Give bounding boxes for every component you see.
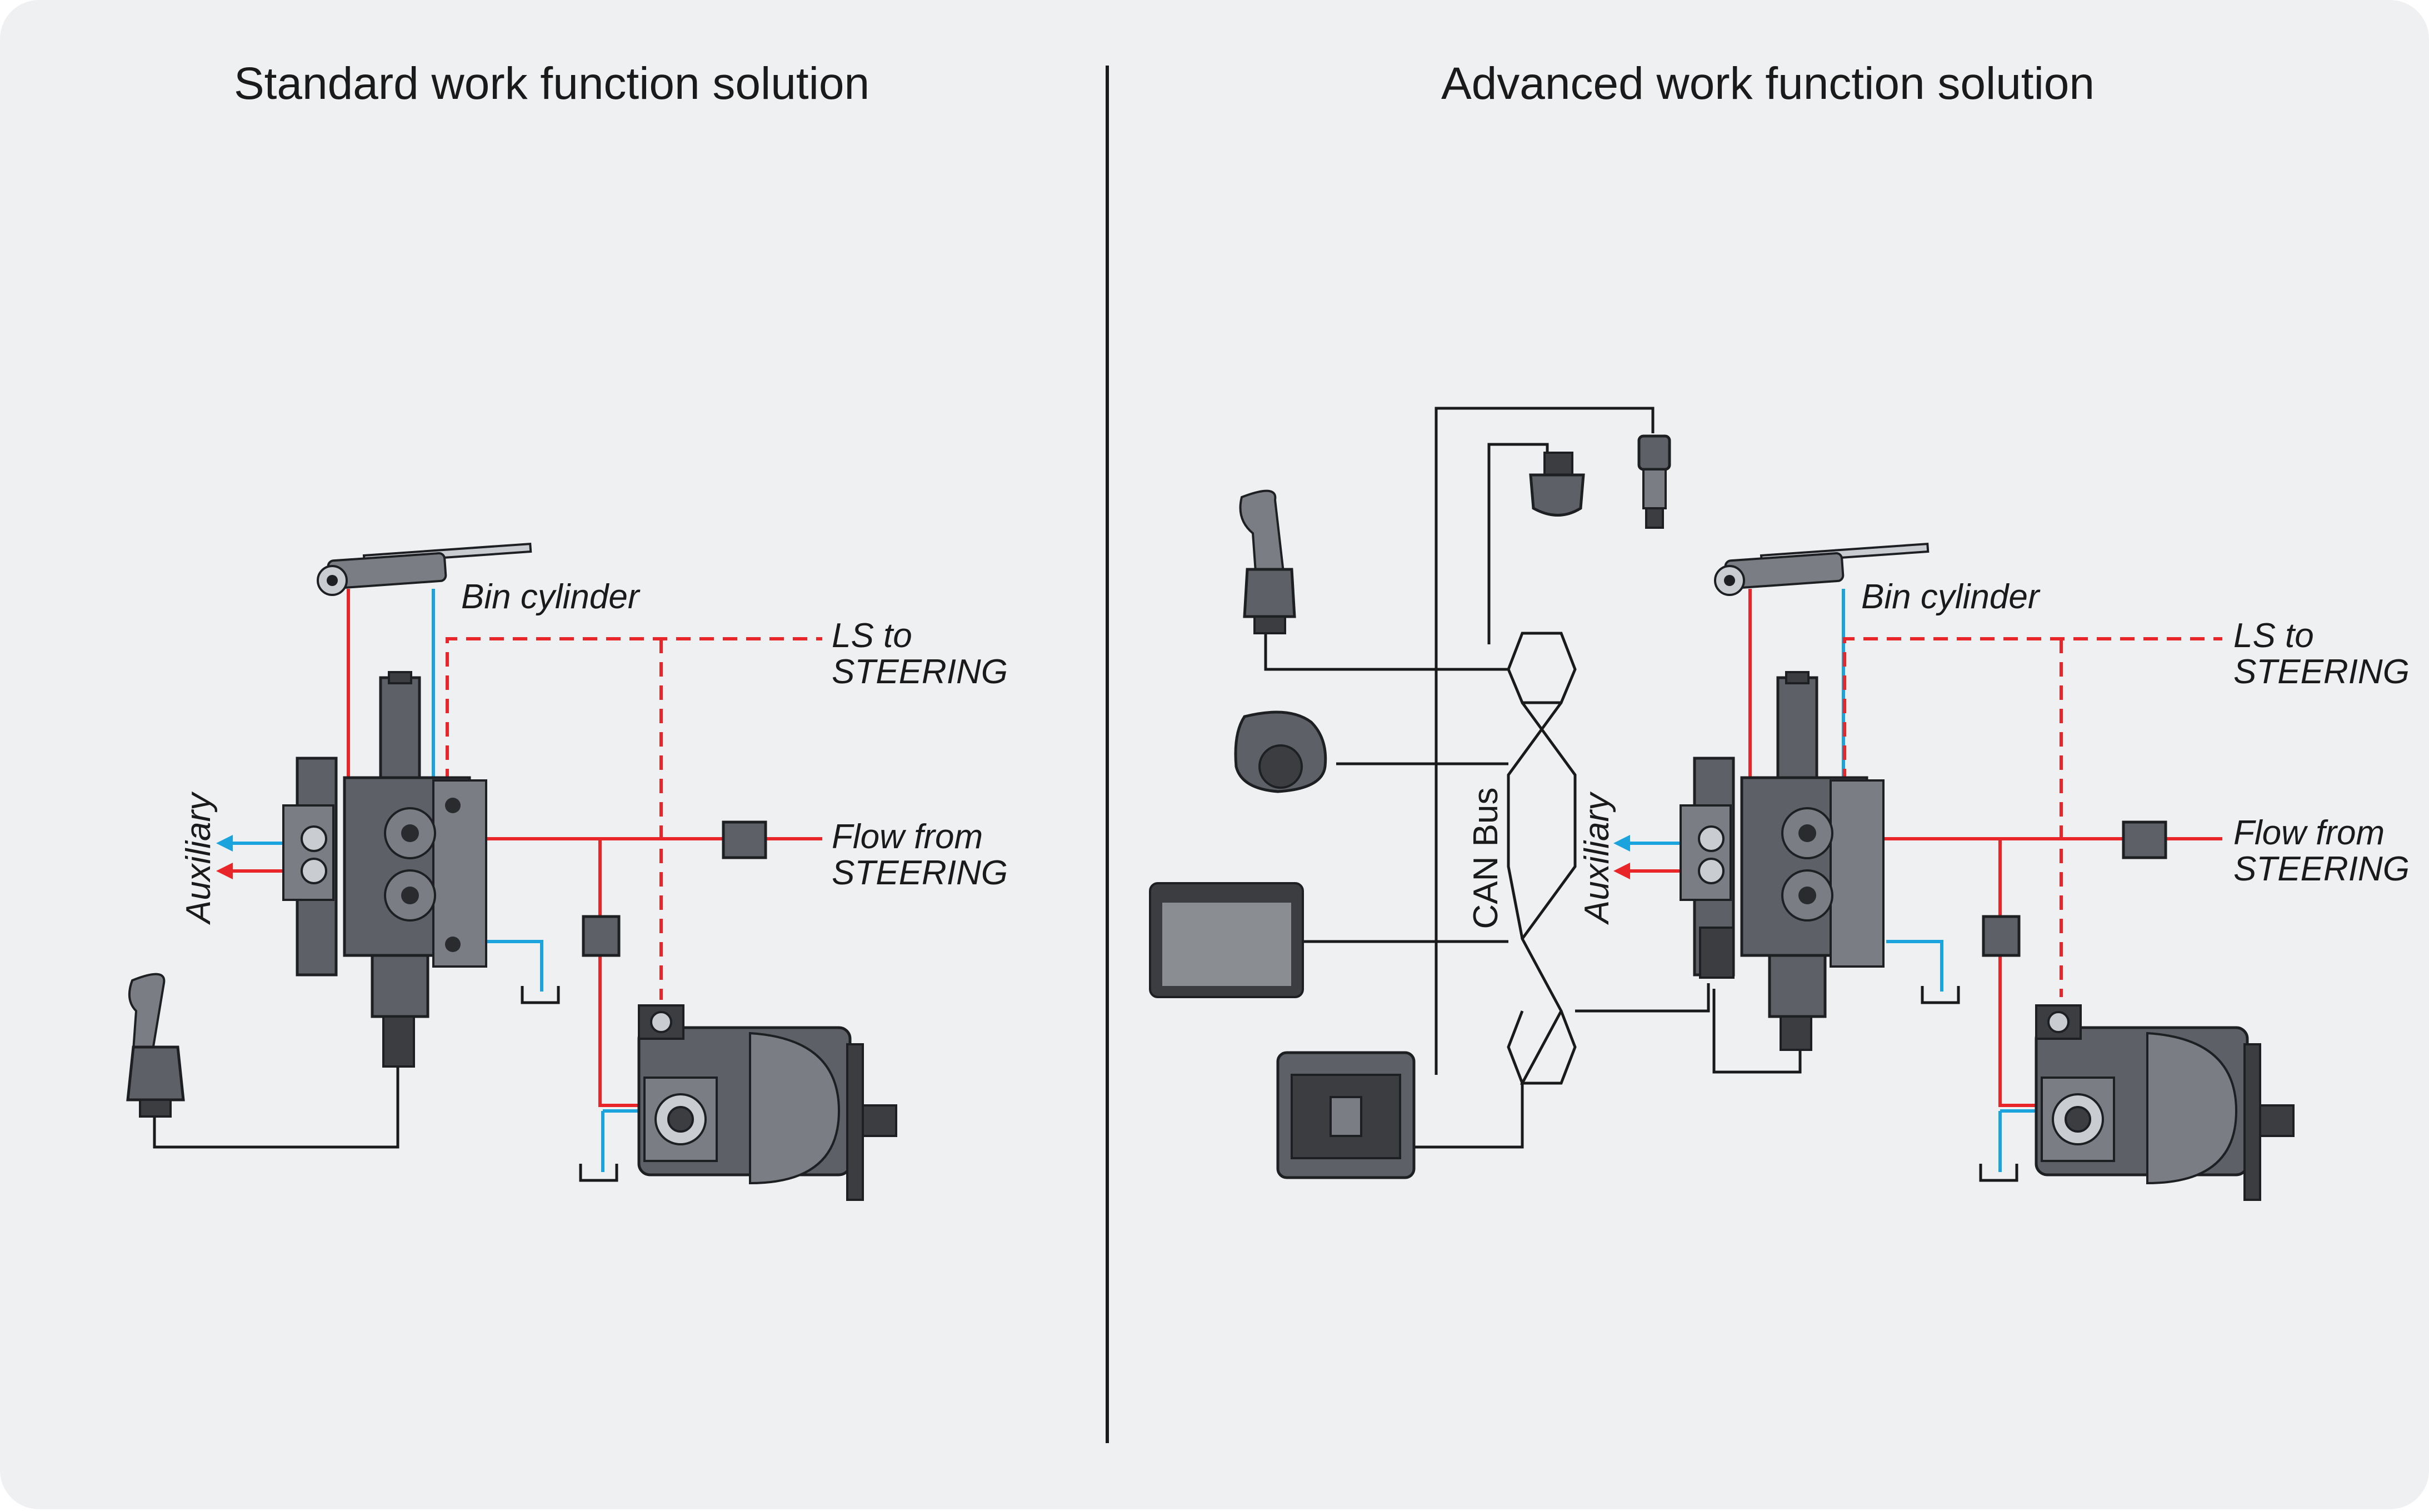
joystick-icon: [1239, 489, 1296, 634]
flow-from-label: Flow from: [832, 818, 983, 856]
tank-symbol-icon: [521, 986, 560, 1004]
advanced-panel: Advanced work function solution: [1149, 58, 2410, 1201]
hydraulic-cylinder-icon: [317, 542, 532, 596]
bin-cylinder-label: Bin cylinder: [461, 578, 641, 616]
ls-to-label: LS to: [2233, 617, 2314, 655]
filter-block-icon: [2122, 820, 2167, 859]
auxiliary-label: Auxiliary: [1578, 791, 1616, 925]
advanced-panel-title: Advanced work function solution: [1441, 58, 2095, 109]
pump-icon: [637, 1004, 897, 1201]
hydraulic-cylinder-icon: [1714, 542, 1930, 596]
filter-block-icon: [722, 820, 767, 859]
control-valve-icon: [1680, 671, 1885, 1051]
ls-to-label: LS to: [832, 617, 912, 655]
filter-block-icon: [582, 915, 621, 957]
standard-panel: Standard work function solution: [126, 58, 1008, 1201]
ls-steering-label: STEERING: [832, 653, 1008, 691]
bin-cylinder-label: Bin cylinder: [1861, 578, 2041, 616]
control-valve-icon: [282, 671, 487, 1068]
controller-ecu-icon: [1276, 1051, 1416, 1179]
rotary-knob-icon: [1234, 710, 1327, 793]
flow-steering-label: STEERING: [832, 854, 1008, 892]
can-bus-wiring: [1264, 407, 1802, 1149]
filter-block-icon: [1982, 915, 2021, 957]
auxiliary-label: Auxiliary: [179, 791, 218, 925]
tank-symbol-icon: [1979, 1164, 2018, 1182]
tank-symbol-icon: [579, 1164, 618, 1182]
pressure-transducer-icon: [1637, 434, 1671, 529]
display-icon: [1149, 882, 1304, 998]
joystick-icon: [126, 973, 185, 1118]
sensor-icon: [1529, 452, 1585, 517]
tank-symbol-icon: [1921, 986, 1960, 1004]
flow-from-label: Flow from: [2233, 814, 2385, 852]
ls-steering-label: STEERING: [2233, 653, 2410, 691]
standard-panel-title: Standard work function solution: [234, 58, 869, 109]
pump-icon: [2035, 1004, 2295, 1201]
can-bus-label: CAN Bus: [1467, 788, 1505, 929]
flow-steering-label: STEERING: [2233, 850, 2410, 888]
